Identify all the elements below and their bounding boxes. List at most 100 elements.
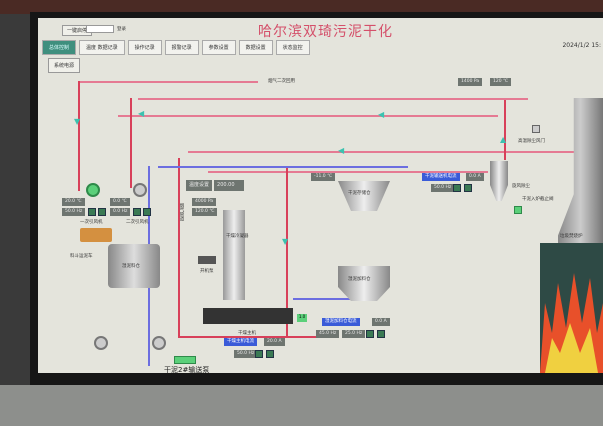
desk-background xyxy=(0,385,603,426)
pipe xyxy=(158,166,408,168)
temp-setting: 温度设置 200.00 xyxy=(186,180,245,191)
storage-label: 干泥存储仓 xyxy=(348,191,371,196)
feed-freq-1: 45.0 Hz xyxy=(316,330,340,338)
furnace-chamber xyxy=(540,243,603,373)
login-label: 登录 xyxy=(117,27,126,32)
pump-1-icon[interactable] xyxy=(94,336,108,350)
valve-label: 干泥入炉截止阀 xyxy=(522,197,554,202)
cyclone xyxy=(490,161,508,201)
pipe xyxy=(118,115,498,117)
conveyor-current: 0.0 A xyxy=(466,173,484,181)
datetime: 2024/1/2 15: xyxy=(562,42,601,49)
tab-overall[interactable]: 总体控制 xyxy=(42,40,77,55)
fan2-start-button[interactable] xyxy=(133,208,141,216)
feed-stop-button[interactable] xyxy=(377,330,385,338)
condenser-label: 干燥冷凝器 xyxy=(226,234,249,239)
pump-icon[interactable] xyxy=(198,256,216,264)
flow-arrow-icon: ◀ xyxy=(338,146,345,155)
cyclone-label: 旋风除尘 xyxy=(512,184,530,189)
damper-valve-icon[interactable] xyxy=(532,125,540,133)
flame-icon xyxy=(540,273,603,373)
pipe xyxy=(188,151,603,153)
truck-icon xyxy=(80,228,112,242)
fan2-label: 二次引风机 xyxy=(126,220,149,225)
pipe xyxy=(208,171,488,173)
pipe xyxy=(78,81,258,83)
flow-arrow-icon: ◀ xyxy=(138,109,145,118)
photo-background-top xyxy=(0,0,603,14)
tab-data-settings[interactable]: 数据设置 xyxy=(238,40,273,55)
conveyor-start-button[interactable] xyxy=(453,184,461,192)
fan2-freq: 0.0 Hz xyxy=(110,208,131,216)
dryer-start-button[interactable] xyxy=(255,350,263,358)
dry-storage-silo xyxy=(338,181,390,211)
dryer-current-label: 干燥主机电流 xyxy=(224,338,257,346)
feed-start-button[interactable] xyxy=(366,330,374,338)
pump-label: 开机泵 xyxy=(200,269,214,274)
cyclone-reading-2: 120 ℃ xyxy=(490,78,512,86)
tab-data-log[interactable]: 温度 数据记录 xyxy=(79,40,125,55)
tab-status[interactable]: 状态监控 xyxy=(275,40,310,55)
pipe xyxy=(504,100,506,160)
wet-silo xyxy=(108,244,160,288)
pipe xyxy=(130,98,132,188)
inlet-valve-icon[interactable] xyxy=(514,206,522,214)
tab-operation-log[interactable]: 操作记录 xyxy=(127,40,162,55)
conveyor-stop-button[interactable] xyxy=(464,184,472,192)
conveyor-freq: 50.0 Hz xyxy=(431,184,455,192)
pipe xyxy=(293,298,373,300)
fan1-freq: 50.0 Hz xyxy=(62,208,86,216)
power-button[interactable]: 系统电源 xyxy=(48,58,81,73)
temp-setting-label: 温度设置 xyxy=(186,180,213,191)
fan1-start-button[interactable] xyxy=(88,208,96,216)
wet-silo-label: 湿泥料仓 xyxy=(122,264,140,269)
pump-2-icon[interactable] xyxy=(152,336,166,350)
fan2-stop-button[interactable] xyxy=(143,208,151,216)
pipe xyxy=(286,168,288,336)
flow-arrow-icon: ▼ xyxy=(74,117,81,126)
cyclone-reading-1: 1400 Pa xyxy=(458,78,483,86)
tab-alarm-log[interactable]: 报警记录 xyxy=(164,40,199,55)
scada-screen: 一键启停 登录 哈尔滨双琦污泥干化 2024/1/2 15: 总体控制 温度 数… xyxy=(38,18,603,373)
oven-reading-1: 4000 Pa xyxy=(192,198,217,206)
dryer-label: 干燥主机 xyxy=(238,331,256,336)
feed-current-label: 湿泥加料仓电流 xyxy=(322,318,360,326)
pipe xyxy=(78,81,80,191)
tab-bar: 总体控制 温度 数据记录 操作记录 报警记录 参数设置 数据设置 状态监控 xyxy=(42,40,310,55)
flow-arrow-icon: ▲ xyxy=(500,135,507,144)
pipe xyxy=(178,336,338,338)
pipe-label: 烟气管道 xyxy=(179,203,184,221)
primary-fan-icon[interactable] xyxy=(86,183,100,197)
pipe xyxy=(178,158,180,338)
feed-bin-label: 湿泥加料仓 xyxy=(348,277,371,282)
pipe xyxy=(138,98,528,100)
fan2-reading: 0.0 ℃ xyxy=(110,198,130,206)
temp-setting-value[interactable]: 200.00 xyxy=(214,180,245,191)
recirc-label: 烟气二次回用 xyxy=(268,79,295,84)
feed-freq-2: 25.0 Hz xyxy=(342,330,366,338)
furnace-label: 垃圾焚烧炉 xyxy=(560,234,583,239)
tab-parameters[interactable]: 参数设置 xyxy=(201,40,236,55)
page-title: 哈尔滨双琦污泥干化 xyxy=(258,24,393,40)
dryer-main[interactable] xyxy=(203,308,293,324)
conveyor-current-label: 干泥输送机电流 xyxy=(422,173,460,181)
login-input[interactable] xyxy=(86,25,114,33)
fan1-reading: 20.0 ℃ xyxy=(62,198,85,206)
feed-current: 0.0 A xyxy=(372,318,390,326)
dryer-freq: 50.0 Hz xyxy=(234,350,258,358)
dryer-stop-button[interactable] xyxy=(266,350,274,358)
dry-screw-label: 干泥2#输送泵 xyxy=(164,366,210,373)
storage-reading: -11.0 ℃ xyxy=(311,173,336,181)
flow-arrow-icon: ◀ xyxy=(378,110,385,119)
motor-indicator: 1.0 xyxy=(297,314,307,322)
secondary-fan-icon[interactable] xyxy=(133,183,147,197)
condenser-tower xyxy=(223,210,245,300)
fan1-stop-button[interactable] xyxy=(98,208,106,216)
dry-screw-motor-icon[interactable] xyxy=(174,356,196,364)
dryer-current: 20.0 A xyxy=(264,338,285,346)
feed-bin xyxy=(338,266,390,301)
fan1-label: 一次引风机 xyxy=(80,220,103,225)
truck-label: 料斗运泥车 xyxy=(70,254,93,259)
oven-reading-2: 120.0 ℃ xyxy=(192,208,218,216)
flow-arrow-icon: ▼ xyxy=(282,237,289,246)
